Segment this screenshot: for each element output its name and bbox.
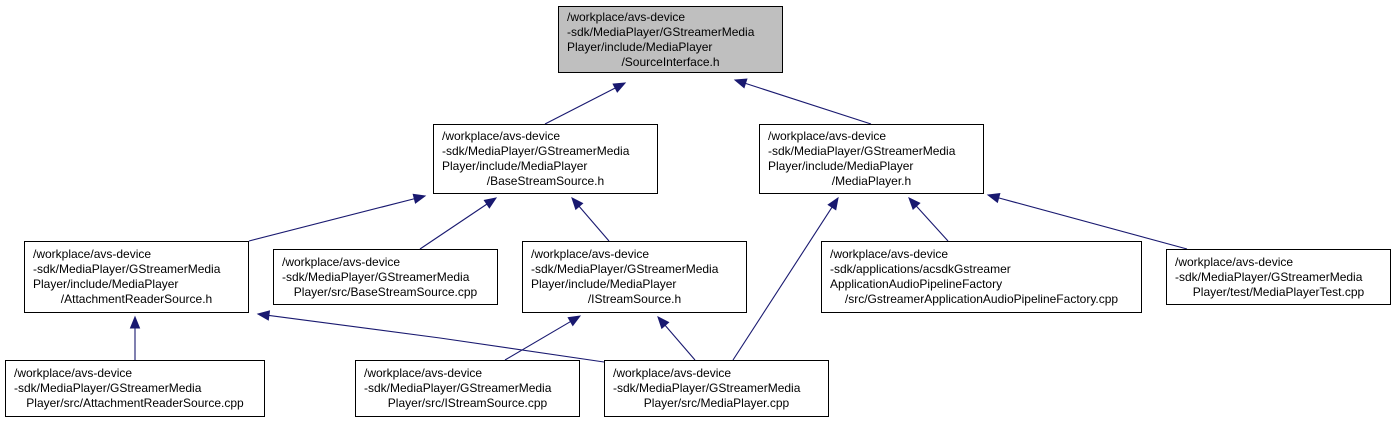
node-media-player-cpp[interactable]: /workplace/avs-device -sdk/MediaPlayer/G… — [604, 360, 829, 417]
node-line: /workplace/avs-device — [442, 129, 561, 143]
dependency-edge — [504, 315, 582, 361]
node-line: Player/src/IStreamSource.cpp — [387, 396, 548, 410]
edge-line — [998, 197, 1188, 250]
node-line: /src/GstreamerApplicationAudioPipelineFa… — [844, 292, 1119, 306]
edge-arrowhead — [908, 197, 921, 211]
node-line: -sdk/MediaPlayer/GStreamerMedia — [1175, 269, 1363, 284]
edge-line — [504, 321, 571, 361]
node-line: /workplace/avs-device — [282, 254, 401, 269]
node-line: /workplace/avs-device — [33, 247, 152, 261]
node-line: -sdk/MediaPlayer/GStreamerMedia — [442, 144, 630, 158]
node-line: -sdk/MediaPlayer/GStreamerMedia — [531, 262, 719, 276]
edge-line — [419, 203, 488, 250]
edge-arrowhead — [733, 78, 748, 89]
edge-line — [248, 198, 415, 242]
node-line: Player/test/MediaPlayerTest.cpp — [1192, 284, 1365, 299]
node-line: Player/include/MediaPlayer — [33, 277, 179, 291]
node-istream-source-h[interactable]: /workplace/avs-device -sdk/MediaPlayer/G… — [522, 241, 747, 313]
node-source-interface-h: /workplace/avs-device -sdk/MediaPlayer/G… — [558, 6, 783, 73]
node-line: /IStreamSource.h — [587, 292, 682, 306]
node-line: ApplicationAudioPipelineFactory — [830, 277, 1003, 291]
node-line: /workplace/avs-device — [830, 247, 949, 261]
node-line: /AttachmentReaderSource.h — [60, 292, 213, 306]
node-base-stream-source-h[interactable]: /workplace/avs-device -sdk/MediaPlayer/G… — [433, 124, 658, 194]
dependency-edge — [256, 310, 605, 363]
edge-arrowhead — [129, 315, 141, 329]
node-line: -sdk/MediaPlayer/GStreamerMedia — [33, 262, 221, 276]
dependency-edge — [657, 315, 696, 361]
node-istream-source-cpp[interactable]: /workplace/avs-device -sdk/MediaPlayer/G… — [355, 360, 580, 417]
edge-line — [664, 324, 696, 361]
node-base-stream-source-cpp[interactable]: /workplace/avs-device -sdk/MediaPlayer/G… — [273, 249, 498, 305]
node-line: /MediaPlayer.h — [831, 174, 912, 188]
node-line: -sdk/applications/acsdkGstreamer — [830, 262, 1011, 276]
edge-line — [544, 87, 616, 125]
node-line: -sdk/MediaPlayer/GStreamerMedia — [567, 24, 755, 39]
node-line: /SourceInterface.h — [621, 54, 720, 69]
dependency-edge — [733, 78, 872, 125]
node-line: /workplace/avs-device — [364, 366, 483, 380]
node-line: Player/include/MediaPlayer — [442, 159, 588, 173]
node-gstreamer-app-audio-pipeline-factory-cpp[interactable]: /workplace/avs-device -sdk/applications/… — [821, 241, 1142, 313]
edge-arrowhead — [571, 196, 584, 211]
node-line: Player/include/MediaPlayer — [768, 159, 914, 173]
edge-arrowhead — [483, 197, 498, 209]
node-line: Player/src/BaseStreamSource.cpp — [293, 284, 478, 299]
node-line: Player/src/MediaPlayer.cpp — [643, 396, 790, 410]
node-attachment-reader-source-h[interactable]: /workplace/avs-device -sdk/MediaPlayer/G… — [24, 241, 249, 313]
node-line: /workplace/avs-device — [1175, 254, 1294, 269]
node-line: -sdk/MediaPlayer/GStreamerMedia — [613, 381, 801, 395]
edge-arrowhead — [412, 193, 427, 204]
node-line: /workplace/avs-device — [531, 247, 650, 261]
dependency-edge — [732, 196, 839, 361]
edge-line — [745, 82, 872, 125]
node-attachment-reader-source-cpp[interactable]: /workplace/avs-device -sdk/MediaPlayer/G… — [5, 360, 265, 417]
node-line: -sdk/MediaPlayer/GStreamerMedia — [768, 144, 956, 158]
edge-line — [578, 205, 610, 242]
node-media-player-test-cpp[interactable]: /workplace/avs-device -sdk/MediaPlayer/G… — [1166, 249, 1391, 305]
dependency-edge — [571, 196, 610, 242]
node-line: /BaseStreamSource.h — [486, 174, 605, 188]
edge-line — [915, 205, 949, 242]
edge-arrowhead — [827, 196, 839, 211]
node-line: -sdk/MediaPlayer/GStreamerMedia — [282, 269, 470, 284]
dependency-edge — [908, 197, 949, 242]
node-line: /workplace/avs-device — [567, 9, 686, 24]
dependency-edge — [544, 82, 627, 125]
edge-arrowhead — [986, 192, 1001, 204]
edge-layer — [129, 78, 1188, 363]
node-line: Player/src/AttachmentReaderSource.cpp — [26, 396, 244, 410]
node-line: /workplace/avs-device — [14, 366, 133, 380]
node-line: -sdk/MediaPlayer/GStreamerMedia — [14, 381, 202, 395]
node-line: Player/include/MediaPlayer — [531, 277, 677, 291]
dependency-edge — [419, 197, 498, 250]
edge-arrowhead — [256, 310, 271, 321]
node-line: Player/include/MediaPlayer — [567, 39, 713, 54]
dependency-edge — [986, 192, 1188, 250]
edge-arrowhead — [612, 82, 627, 93]
edge-arrowhead — [567, 315, 582, 327]
node-line: /workplace/avs-device — [768, 129, 887, 143]
node-line: -sdk/MediaPlayer/GStreamerMedia — [364, 381, 552, 395]
edge-line — [268, 314, 605, 363]
dependency-edge — [129, 315, 141, 360]
edge-line — [732, 206, 833, 361]
dependency-edge — [248, 193, 427, 242]
node-media-player-h[interactable]: /workplace/avs-device -sdk/MediaPlayer/G… — [759, 124, 984, 194]
edge-arrowhead — [657, 315, 670, 330]
node-line: /workplace/avs-device — [613, 366, 732, 380]
